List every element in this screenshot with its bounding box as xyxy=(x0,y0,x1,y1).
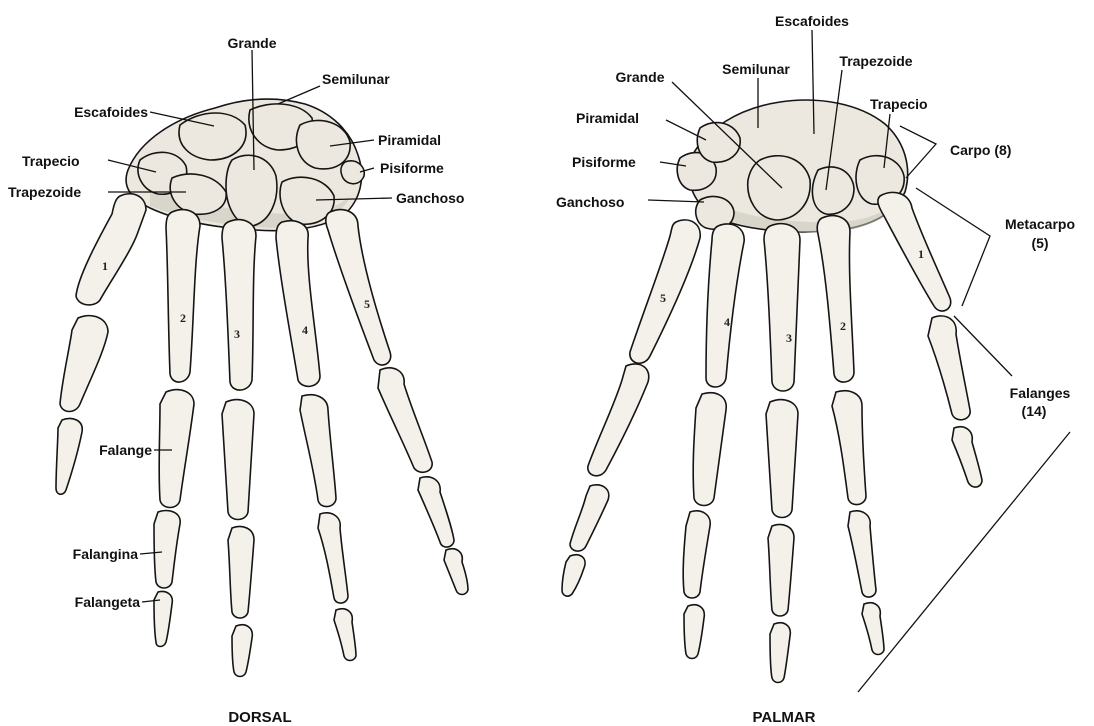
palmar-finger2-metacarpal xyxy=(817,216,854,382)
palmar-trapezoide-bone xyxy=(812,167,854,214)
dorsal-finger2-proximal-phalanx xyxy=(159,390,194,508)
dorsal-finger4-proximal-phalanx xyxy=(300,395,336,507)
palmar-label-ganchoso: Ganchoso xyxy=(556,194,624,210)
dorsal-label-semilunar: Semilunar xyxy=(322,71,390,87)
palmar-finger-number-1: 1 xyxy=(918,247,924,261)
palmar-finger-number-2: 2 xyxy=(840,319,846,333)
palmar-finger2-distal-phalanx xyxy=(862,603,884,655)
palmar-hand: 5 4 3 2 1 xyxy=(562,100,982,682)
palmar-label-falanges-count: (14) xyxy=(1022,403,1047,419)
palmar-thumb-proximal-phalanx xyxy=(928,316,970,420)
palmar-finger3-metacarpal xyxy=(764,224,800,391)
dorsal-label-grande: Grande xyxy=(227,35,276,51)
palmar-label-piramidal: Piramidal xyxy=(576,110,639,126)
dorsal-finger5-distal-phalanx xyxy=(444,549,468,595)
palmar-finger-number-5: 5 xyxy=(660,291,666,305)
palmar-caption: PALMAR xyxy=(752,709,815,726)
palmar-label-falanges: Falanges xyxy=(1010,385,1071,401)
dorsal-finger5-metacarpal xyxy=(326,210,391,365)
dorsal-finger-number-2: 2 xyxy=(180,311,186,325)
dorsal-thumb-metacarpal xyxy=(76,194,146,305)
dorsal-finger3-metacarpal xyxy=(222,220,256,390)
palmar-finger-number-4: 4 xyxy=(724,315,730,329)
dorsal-label-falangeta: Falangeta xyxy=(75,594,141,610)
palmar-finger4-middle-phalanx xyxy=(683,511,710,598)
dorsal-finger-number-4: 4 xyxy=(302,323,308,337)
dorsal-label-piramidal: Piramidal xyxy=(378,132,441,148)
palmar-finger3-distal-phalanx xyxy=(770,623,790,683)
palmar-thumb-metacarpal xyxy=(878,192,951,311)
palmar-thumb-distal-phalanx xyxy=(952,427,982,487)
dorsal-finger3-proximal-phalanx xyxy=(222,400,254,520)
dorsal-thumb-proximal-phalanx xyxy=(60,316,108,412)
dorsal-label-pisiforme: Pisiforme xyxy=(380,160,444,176)
palmar-label-escafoides: Escafoides xyxy=(775,13,849,29)
dorsal-label-falangina: Falangina xyxy=(73,546,139,562)
dorsal-finger-number-3: 3 xyxy=(234,327,240,341)
dorsal-finger4-metacarpal xyxy=(276,221,320,387)
palmar-finger2-proximal-phalanx xyxy=(832,391,866,505)
dorsal-finger-number-5: 5 xyxy=(364,297,370,311)
palmar-finger-number-3: 3 xyxy=(786,331,792,345)
dorsal-finger-number-1: 1 xyxy=(102,259,108,273)
dorsal-finger4-middle-phalanx xyxy=(318,513,348,603)
dorsal-label-trapecio: Trapecio xyxy=(22,153,80,169)
dorsal-hand: 1 2 3 4 5 xyxy=(56,99,468,676)
dorsal-finger5-middle-phalanx xyxy=(418,477,454,547)
dorsal-finger2-metacarpal xyxy=(166,210,200,382)
palmar-finger5-proximal-phalanx xyxy=(588,364,649,476)
palmar-finger3-middle-phalanx xyxy=(768,525,794,617)
dorsal-caption: DORSAL xyxy=(228,709,291,726)
palmar-label-metacarpo: Metacarpo xyxy=(1005,216,1075,232)
palmar-finger4-proximal-phalanx xyxy=(693,393,726,506)
dorsal-label-escafoides: Escafoides xyxy=(74,104,148,120)
palmar-label-semilunar: Semilunar xyxy=(722,61,790,77)
palmar-finger3-proximal-phalanx xyxy=(766,400,798,518)
palmar-label-metacarpo-count: (5) xyxy=(1031,235,1048,251)
palmar-label-trapecio: Trapecio xyxy=(870,96,928,112)
dorsal-finger2-middle-phalanx xyxy=(154,511,180,589)
dorsal-label-falange: Falange xyxy=(99,442,152,458)
palmar-grande-bone xyxy=(748,156,810,220)
dorsal-finger3-middle-phalanx xyxy=(228,527,254,619)
palmar-label-trapezoide: Trapezoide xyxy=(839,53,912,69)
dorsal-thumb-distal-phalanx xyxy=(56,419,82,495)
palmar-finger5-distal-phalanx xyxy=(562,555,585,596)
palmar-finger2-middle-phalanx xyxy=(848,511,876,597)
palmar-label-pisiforme: Pisiforme xyxy=(572,154,636,170)
palmar-label-grande: Grande xyxy=(615,69,664,85)
palmar-finger4-metacarpal xyxy=(706,224,744,387)
palmar-finger5-middle-phalanx xyxy=(570,485,609,551)
dorsal-finger4-distal-phalanx xyxy=(334,609,356,661)
dorsal-finger5-proximal-phalanx xyxy=(378,368,432,472)
dorsal-label-ganchoso: Ganchoso xyxy=(396,190,464,206)
dorsal-label-trapezoide: Trapezoide xyxy=(8,184,81,200)
palmar-finger4-distal-phalanx xyxy=(684,605,704,659)
palmar-label-carpo: Carpo (8) xyxy=(950,142,1011,158)
dorsal-finger3-distal-phalanx xyxy=(232,625,252,677)
